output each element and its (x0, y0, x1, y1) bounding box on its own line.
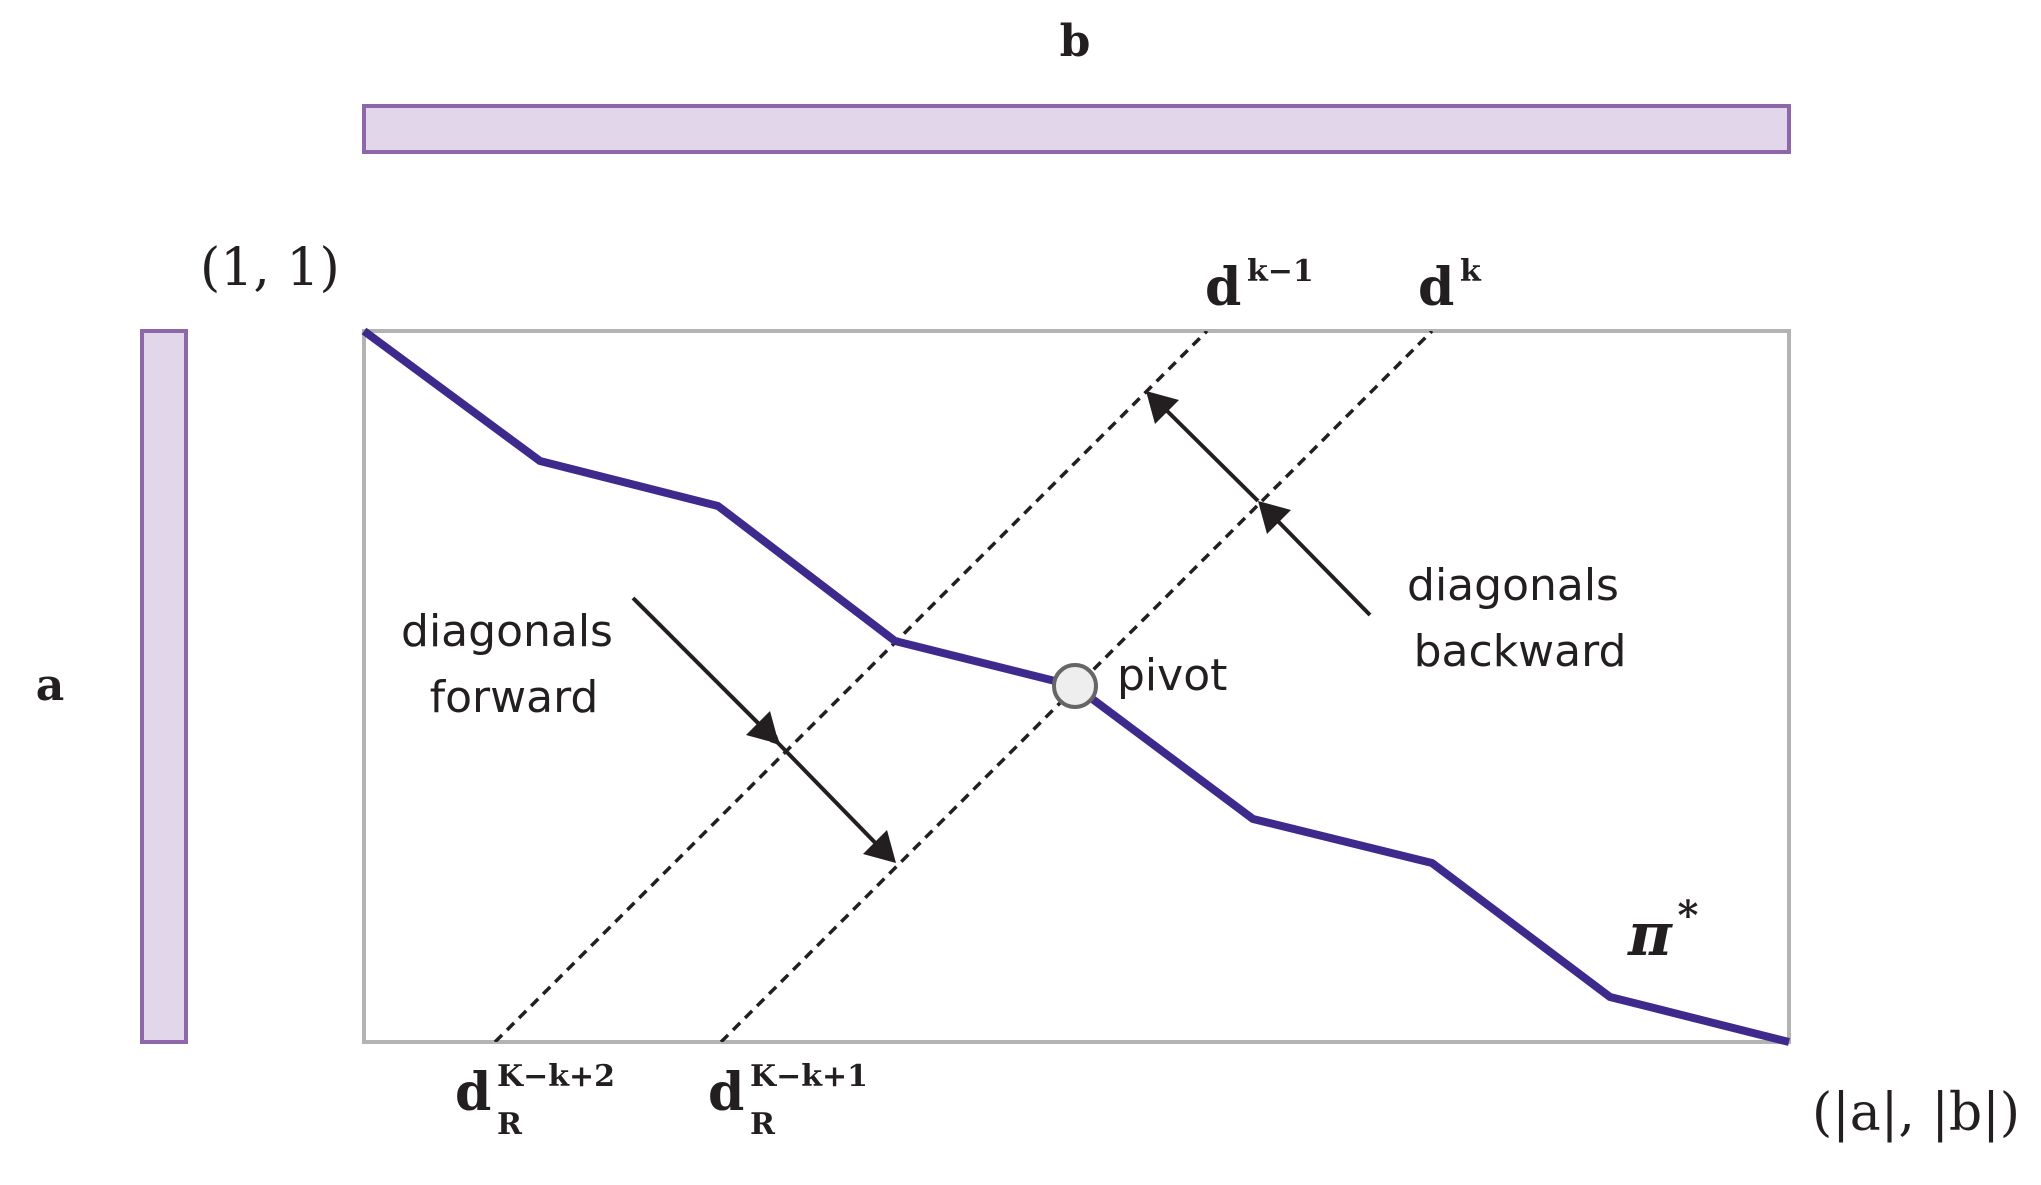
forward-label-line1: diagonals (401, 606, 613, 657)
diagonal-r-k2-base: d (455, 1062, 491, 1123)
diagonal-k-label: d k (1418, 254, 1482, 318)
backward-arrowhead-2 (1146, 391, 1179, 424)
forward-arrowhead-1 (746, 711, 779, 744)
pivot-label: pivot (1117, 650, 1227, 701)
start-corner-label: (1, 1) (200, 238, 340, 298)
backward-arrow-2 (1150, 394, 1260, 503)
pivot-point (1052, 663, 1098, 709)
forward-label-line2: forward (430, 672, 599, 723)
diagonal-k-minus-1 (493, 331, 1209, 1042)
forward-arrows (631, 596, 894, 862)
diagonal-r-k1-base: d (708, 1062, 744, 1123)
forward-arrowheads (746, 711, 896, 863)
diagonal-k-minus-1-label: d k−1 (1205, 254, 1314, 318)
vector-b-label: b (1060, 16, 1091, 67)
vector-b-bar (362, 104, 1791, 154)
vector-a-bar (140, 329, 188, 1044)
diagonal-k-base: d (1418, 257, 1454, 318)
backward-label-line1: diagonals (1407, 560, 1619, 611)
backward-arrow-1 (1264, 507, 1372, 617)
diagonal-k-minus-1-sup: k−1 (1247, 254, 1314, 289)
diagonals-backward-label: diagonals backward (1407, 560, 1633, 677)
optimal-path-sup: * (1678, 892, 1699, 939)
forward-arrow-1 (631, 596, 781, 746)
diagonal-r-k2-label: d K−k+2 R (455, 1059, 621, 1142)
optimal-path-label: π * (1627, 892, 1699, 970)
diagonal-k-sup: k (1460, 254, 1482, 289)
forward-arrow-2 (777, 742, 894, 862)
forward-arrowhead-2 (863, 830, 896, 863)
end-corner-label: (|a|, |b|) (1812, 1083, 2020, 1143)
diagonals-group (493, 331, 1434, 1042)
optimal-path-base: π (1627, 900, 1673, 970)
diagonal-r-k2-sub: R (497, 1107, 523, 1142)
backward-arrowhead-1 (1258, 501, 1291, 534)
diagonal-k-minus-1-base: d (1205, 257, 1241, 318)
diagonal-r-k2-sup: K−k+2 (497, 1059, 615, 1094)
backward-label-line2: backward (1414, 626, 1627, 677)
diagonals-forward-label: diagonals forward (401, 606, 627, 723)
diagonal-r-k1-label: d K−k+1 R (708, 1059, 874, 1142)
backward-arrows (1150, 394, 1372, 617)
cost-matrix-frame (362, 329, 1791, 1044)
diagonal-r-k1-sup: K−k+1 (750, 1059, 868, 1094)
diagonal-r-k1-sub: R (750, 1107, 776, 1142)
backward-arrowheads (1146, 391, 1291, 534)
vector-a-label: a (36, 660, 65, 711)
